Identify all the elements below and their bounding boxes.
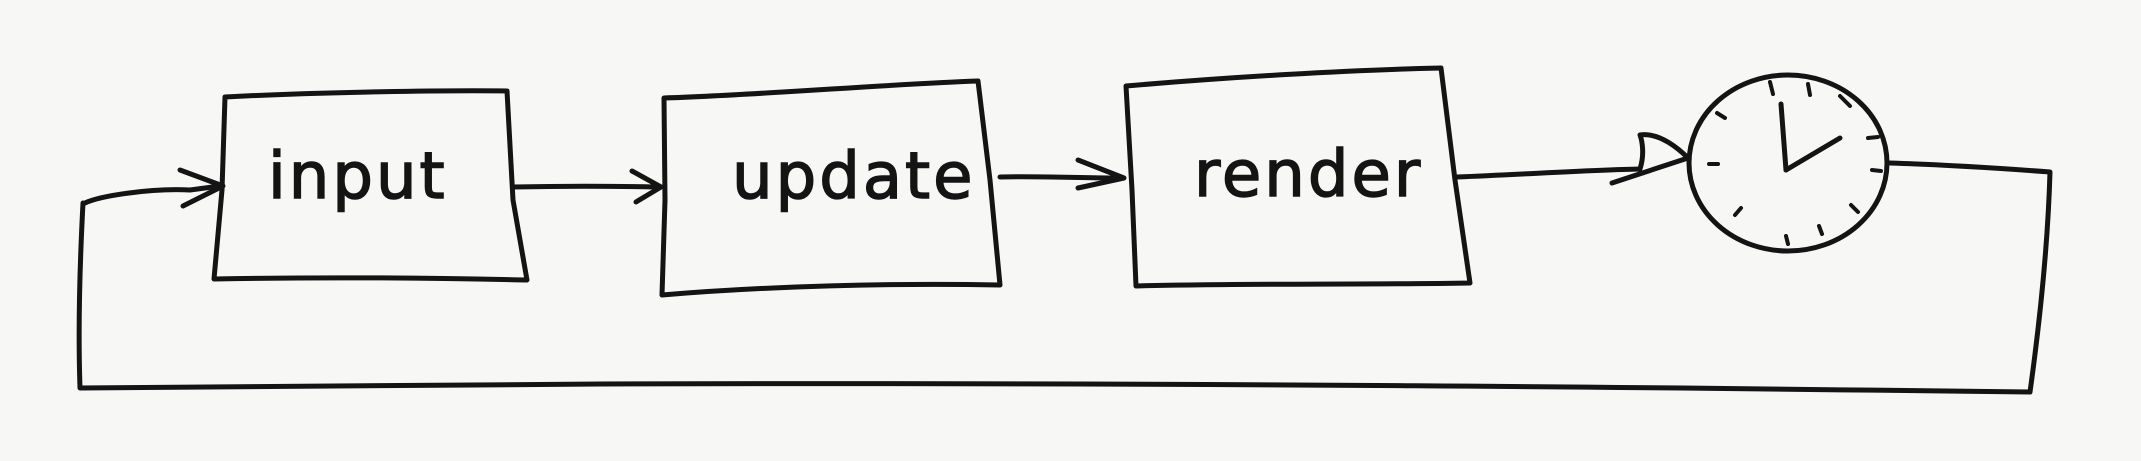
input-label: input xyxy=(268,140,448,214)
update-node: update xyxy=(659,78,1003,298)
loop-back-edge xyxy=(76,160,2053,395)
render-label: render xyxy=(1194,138,1423,212)
arrow-loop-to-input xyxy=(82,167,226,209)
update-label: update xyxy=(732,140,976,214)
render-box xyxy=(1123,65,1473,289)
arrow-render-to-clock xyxy=(1454,132,1691,186)
arrowhead xyxy=(177,167,226,209)
input-node: input xyxy=(211,88,530,283)
clock-icon xyxy=(1686,72,1890,254)
arrowhead xyxy=(629,168,664,205)
clock-node xyxy=(1686,72,1890,254)
arrow-update-to-render xyxy=(997,157,1127,191)
update-box xyxy=(659,78,1003,298)
input-box xyxy=(211,88,530,283)
arrowhead xyxy=(1075,157,1127,191)
arrow-input-to-update xyxy=(510,168,664,205)
render-node: render xyxy=(1123,65,1473,289)
